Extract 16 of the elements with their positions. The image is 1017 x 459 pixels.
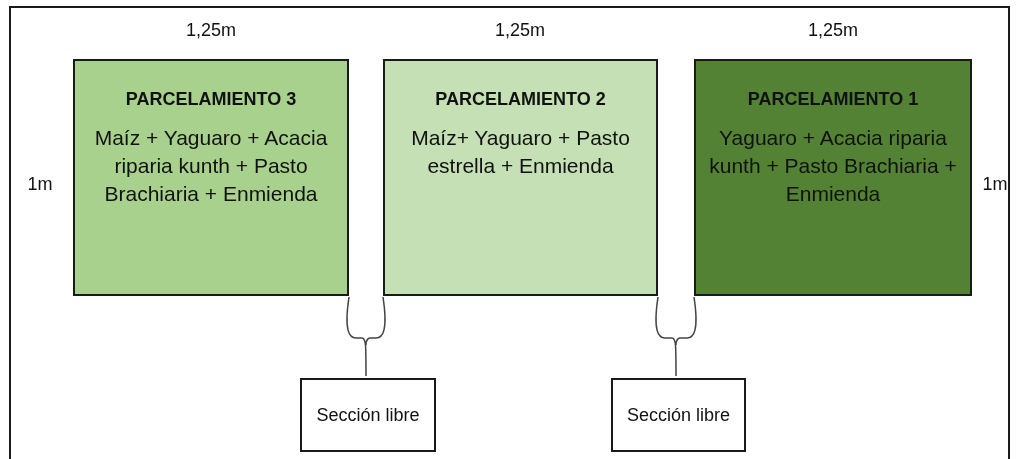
dimension-label: 1,25m: [186, 19, 237, 41]
dimension-label: 1,25m: [495, 19, 546, 41]
section-label-box: Sección libre: [300, 378, 436, 452]
plot-box: [73, 59, 349, 296]
dimension-label: 1m: [982, 173, 1008, 195]
plot-box: [383, 59, 658, 296]
plot-title: PARCELAMIENTO 3: [125, 89, 297, 110]
dimension-label: 1,25m: [808, 19, 859, 41]
dimension-label: 1m: [27, 173, 53, 195]
plot-title: PARCELAMIENTO 1: [747, 89, 919, 110]
plot-description: Maíz + Yaguaro + Acacia riparia kunth + Pasto Brachiaria + Enmienda: [93, 125, 329, 207]
plot-description: Yaguaro + Acacia riparia kunth + Pasto Brachiaria + Enmienda: [708, 125, 958, 207]
plot-title: PARCELAMIENTO 2: [435, 89, 606, 110]
plot-box: [694, 59, 972, 296]
plot-description: Maíz+ Yaguaro + Pasto estrella + Enmienda: [410, 125, 631, 179]
section-label-box: Sección libre: [611, 378, 746, 452]
